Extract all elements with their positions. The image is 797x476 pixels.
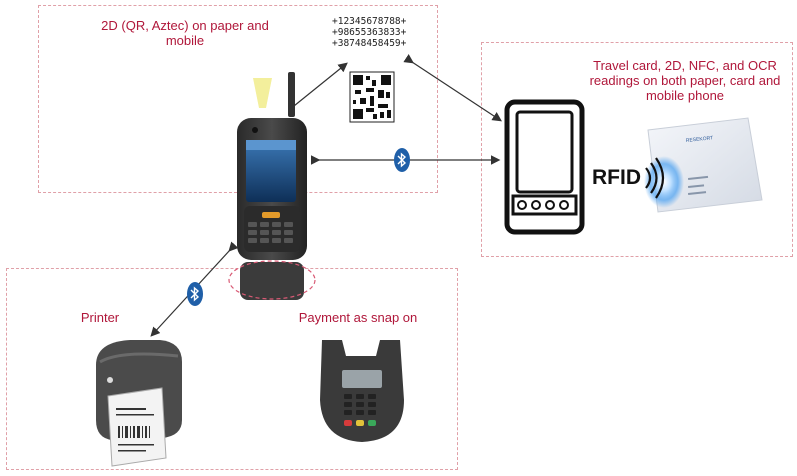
bluetooth-icon (187, 282, 203, 306)
scan-beam (253, 78, 272, 108)
code-number: +38748458459+ (332, 38, 407, 49)
mobile-phone (504, 99, 585, 235)
payment-snap-on (320, 340, 404, 442)
travel-card-label: Travel card, 2D, NFC, and OCR readings o… (589, 58, 781, 103)
scan-2d-label: 2D (QR, Aztec) on paper and mobile (101, 18, 269, 48)
reader-zone-box (481, 42, 793, 257)
rfid-wave-icon (645, 157, 665, 199)
payment-label: Payment as snap on (298, 310, 418, 325)
arrow-code-to-phone (403, 54, 503, 122)
printer-label: Printer (80, 310, 120, 325)
handheld-scanner (237, 72, 307, 300)
code-number: +98655363833+ (332, 27, 407, 38)
rfid-label: RFID (592, 166, 641, 189)
bluetooth-icon (394, 148, 410, 172)
printer-device (96, 340, 182, 467)
svg-text:RESEKORT: RESEKORT (686, 135, 714, 144)
code-list: +12345678788+ +98655363833+ +38748458459… (332, 16, 406, 49)
code-number: +12345678788+ (332, 16, 407, 27)
arrow-scanner-to-code (288, 62, 348, 111)
qr-code-icon (349, 71, 395, 123)
